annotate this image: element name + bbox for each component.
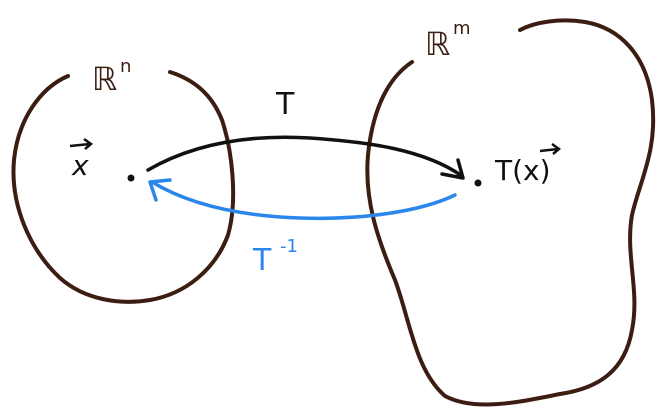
inverse-arrowhead-icon	[148, 178, 172, 202]
domain-set-outline	[11, 70, 236, 304]
codomain-label: ℝ	[425, 25, 450, 63]
inverse-exponent: -1	[280, 236, 298, 257]
point-tx-dot	[474, 179, 482, 187]
domain-label: ℝ	[92, 60, 117, 98]
forward-arrowhead-icon	[440, 158, 465, 180]
domain-exponent: n	[120, 56, 131, 77]
image-label: T(x)	[494, 154, 551, 187]
map-label: T	[275, 87, 295, 122]
vector-arrow-icon	[69, 137, 94, 150]
codomain-exponent: m	[453, 18, 471, 39]
vector-arrow-icon	[539, 142, 562, 155]
point-x-dot	[127, 174, 135, 182]
inverse-map-label: T	[252, 243, 272, 278]
inverse-map-arrow	[150, 180, 457, 221]
codomain-set-outline	[365, 18, 656, 407]
point-x-label: x	[71, 149, 89, 182]
forward-map-arrow	[146, 135, 464, 178]
